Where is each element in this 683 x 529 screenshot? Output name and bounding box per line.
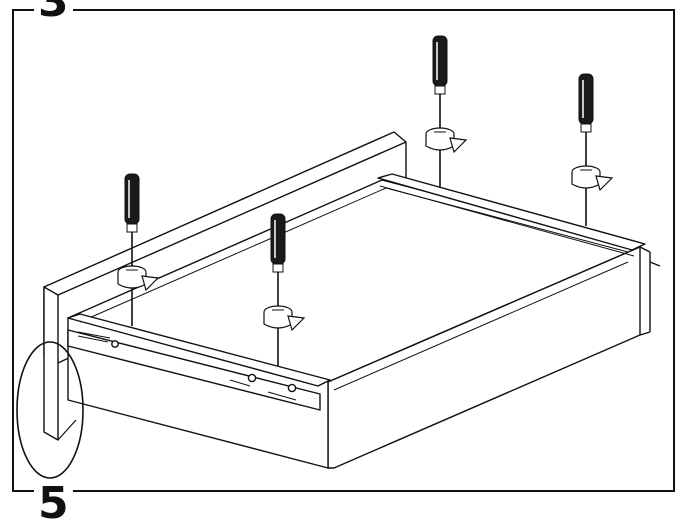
detail-callout-circle <box>17 342 83 478</box>
rear-rail <box>378 174 645 256</box>
screwdriver-rear-left <box>425 35 467 189</box>
drawer-box <box>68 180 660 468</box>
front-rail <box>68 314 330 410</box>
step-number-next: 5 <box>34 482 73 526</box>
step-number-current: 3 <box>34 0 73 24</box>
illustration-frame <box>12 9 675 492</box>
screwdriver-rear-right <box>571 73 613 227</box>
